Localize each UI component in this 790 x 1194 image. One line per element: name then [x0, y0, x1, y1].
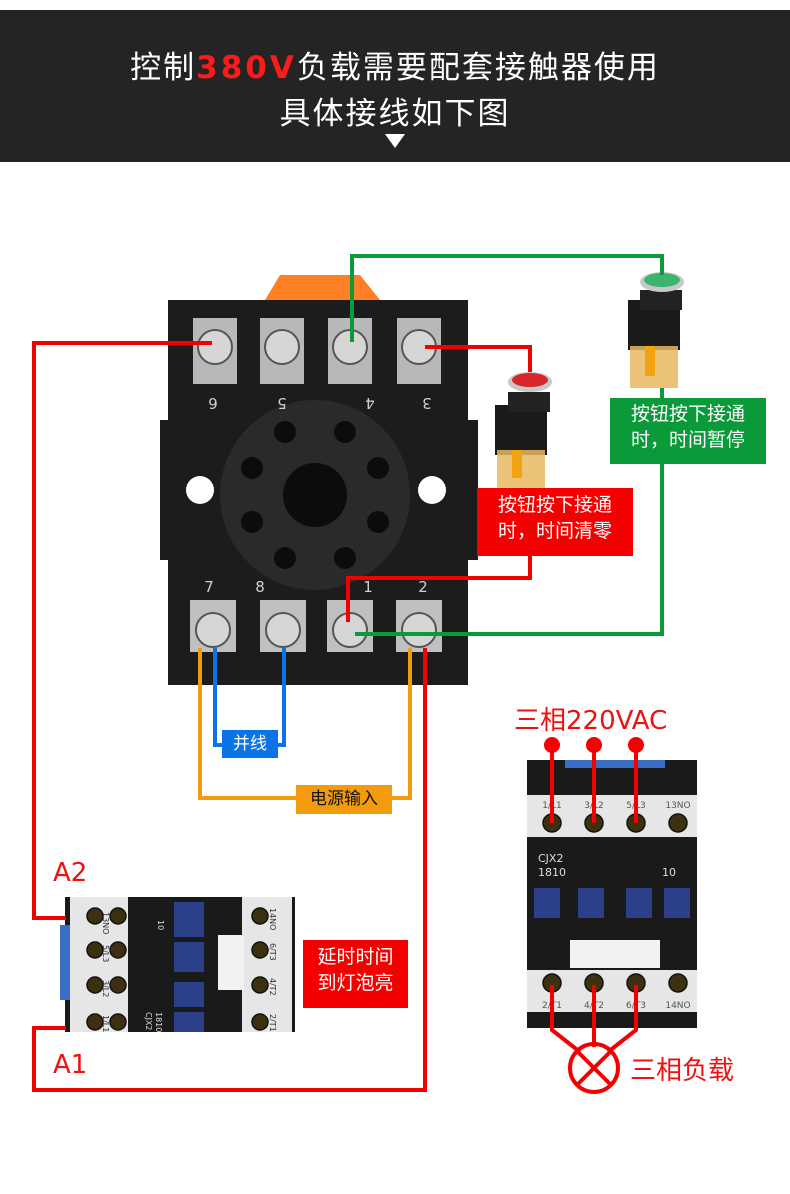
right-contactor-terminal-13no: 13NO [665, 801, 690, 811]
header-banner: 控制380V负载需要配套接触器使用 具体接线如下图 [0, 10, 790, 162]
left-contactor-terminal-5l3: 5/L3 [101, 945, 110, 962]
left-contactor-model: CJX2 [144, 1012, 153, 1031]
relay-socket: 6 5 4 3 7 8 1 2 [160, 275, 478, 685]
three-phase-supply-label: 三相220VAC [514, 706, 668, 736]
coil-a1-label: A1 [53, 1050, 88, 1080]
right-contactor-code: 10 [662, 866, 676, 879]
terminal-label-1: 1 [363, 578, 373, 596]
green-wire-button-to-terminal1 [355, 388, 664, 636]
right-contactor-terminal-14no: 14NO [665, 1001, 690, 1011]
relay-release-clip [265, 275, 380, 300]
down-triangle-icon [385, 134, 405, 148]
left-contactor: 13NO 5/L3 3/L2 1/L1 14NO 6/T3 4/T2 2/T1 … [60, 897, 295, 1032]
right-contactor-model: CJX2 [538, 852, 563, 865]
phase-dot-l2 [586, 737, 602, 753]
terminal-label-6: 6 [208, 394, 218, 412]
red-caption-line2: 时，时间清零 [497, 519, 612, 542]
terminal-label-3: 3 [422, 394, 432, 412]
red-button-caption: 按钮按下接通 时，时间清零 [477, 488, 633, 556]
terminal-label-2: 2 [418, 578, 428, 596]
load-wire-t1 [550, 985, 582, 1054]
title-prefix: 控制 [130, 50, 197, 86]
load-wire-t3 [606, 985, 638, 1054]
left-contactor-terminal-1l1: 1/L1 [101, 1015, 110, 1032]
red-wire-terminal3-to-button [425, 345, 532, 372]
red-wire-terminal2-to-a1 [32, 648, 427, 1092]
left-contactor-terminal-4t2: 4/T2 [268, 978, 277, 996]
red-caption-line1: 按钮按下接通 [497, 494, 612, 516]
red-wire-terminal6-to-a2 [32, 341, 212, 920]
bottom-terminal-screws [190, 600, 442, 652]
three-phase-load-label: 三相负载 [630, 1056, 735, 1086]
terminal-label-5: 5 [277, 394, 287, 412]
socket-center-hole [283, 463, 347, 527]
terminal-label-4: 4 [365, 394, 375, 412]
green-wire-terminal4-to-button [350, 254, 664, 342]
title-suffix: 负载需要配套接触器使用 [296, 50, 660, 86]
green-push-button [628, 272, 684, 388]
power-input-label: 电源输入 [296, 785, 392, 814]
parallel-label: 并线 [222, 730, 278, 758]
header-title-line2: 具体接线如下图 [279, 96, 511, 132]
right-contactor-model-number: 1810 [538, 866, 566, 879]
green-caption-line1: 按钮按下接通 [630, 403, 745, 425]
terminal-label-7: 7 [204, 578, 214, 596]
delay-note-line1: 延时时间 [317, 946, 394, 968]
red-button-cap [512, 373, 548, 387]
phase-dot-l3 [628, 737, 644, 753]
terminal-label-8: 8 [255, 578, 265, 596]
title-voltage-highlight: 380V [196, 50, 297, 86]
green-button-cap [644, 273, 680, 287]
header-title-line1: 控制380V负载需要配套接触器使用 [0, 42, 790, 87]
phase-dot-l1 [544, 737, 560, 753]
left-contactor-terminal-13no: 13NO [101, 912, 110, 934]
green-caption-line2: 时，时间暂停 [630, 428, 745, 451]
left-contactor-model-number: 1810 [154, 1012, 163, 1032]
delay-note-label: 延时时间 到灯泡亮 [303, 940, 408, 1008]
red-wire-button-to-terminal1 [346, 556, 532, 622]
left-contactor-code: 10 [156, 920, 165, 930]
left-contactor-terminal-3l2: 3/L2 [101, 980, 110, 997]
left-contactor-terminal-6t3: 6/T3 [268, 943, 277, 961]
coil-a2-label: A2 [53, 858, 88, 888]
left-contactor-terminal-2t1: 2/T1 [268, 1014, 277, 1032]
left-contactor-terminal-14no: 14NO [268, 908, 277, 930]
lamp-load-icon [568, 1042, 620, 1094]
delay-note-line2: 到灯泡亮 [317, 971, 394, 994]
red-push-button [495, 372, 552, 488]
green-button-caption: 按钮按下接通 时，时间暂停 [610, 398, 766, 464]
